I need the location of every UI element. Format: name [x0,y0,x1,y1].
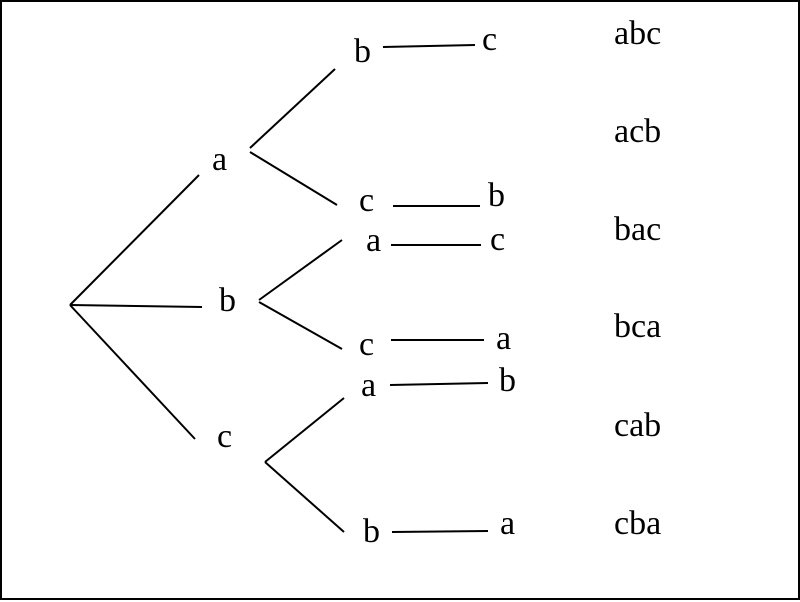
edge-root-a [69,174,200,306]
tree-node-ca: a [361,367,376,404]
tree-node-bc: c [359,326,374,363]
edge-b-a [258,239,343,301]
permutation-bca: bca [614,308,661,345]
edge-root-c [69,304,196,440]
tree-node-b: b [219,282,236,319]
tree-node-bca: a [496,320,511,357]
edge-root-b [69,304,203,308]
tree-node-abc: c [482,21,497,58]
tree-node-cab: b [499,362,516,399]
edge-cb-a [391,530,489,533]
permutation-acb: acb [614,113,661,150]
tree-node-cba: a [500,505,515,542]
edge-ca-b [389,382,489,386]
permutation-cab: cab [614,407,661,444]
tree-node-a: a [212,141,227,178]
tree-node-ba: a [366,222,381,259]
edge-a-b [249,68,336,149]
permutation-abc: abc [614,15,661,52]
tree-node-bac: c [490,221,505,258]
edge-c-b [264,461,345,533]
edge-b-c [258,301,343,350]
tree-node-c: c [217,418,232,455]
tree-node-ac: c [359,182,374,219]
permutation-bac: bac [614,211,661,248]
tree-node-acb: b [488,177,505,214]
permutation-cba: cba [614,505,661,542]
tree-node-ab: b [354,33,371,70]
edge-ab-c [382,44,476,48]
edge-a-c [249,151,338,206]
edge-c-a [264,397,345,463]
tree-node-cb: b [363,513,380,550]
